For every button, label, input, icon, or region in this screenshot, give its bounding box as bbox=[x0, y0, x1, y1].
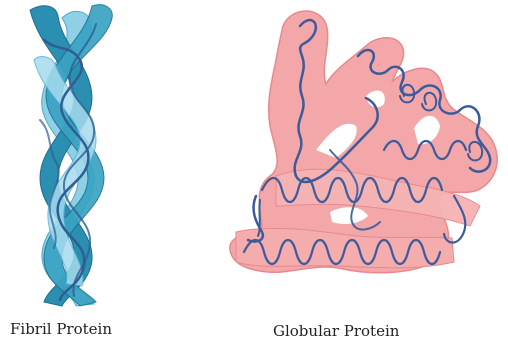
globular-tail bbox=[258, 200, 260, 236]
globular-protein-figure bbox=[230, 11, 497, 273]
globular-protein-label: Globular Protein bbox=[273, 322, 399, 340]
fibril-protein-label: Fibril Protein bbox=[10, 320, 112, 338]
fibril-protein-figure bbox=[30, 5, 112, 306]
